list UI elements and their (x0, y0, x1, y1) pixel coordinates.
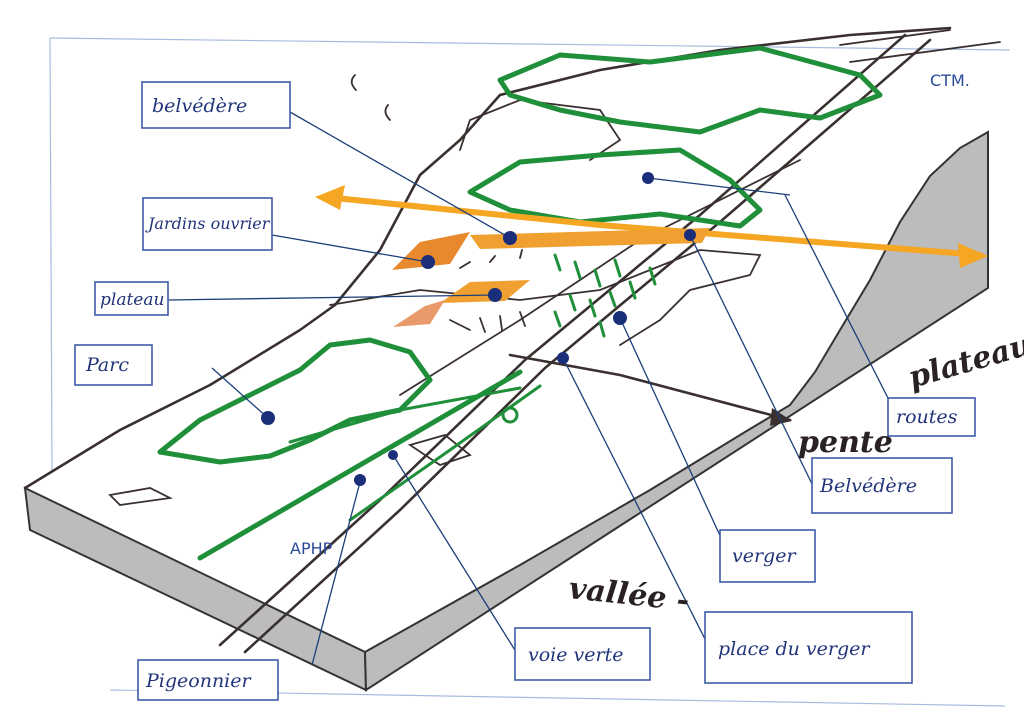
road-ends (839, 29, 1001, 63)
label-routes: routes (887, 397, 976, 437)
slab-back-edge (498, 26, 952, 97)
leader-parc (211, 367, 269, 419)
road-line-3 (399, 159, 801, 396)
dot-voie-verte (388, 450, 398, 460)
upper-woodland (497, 45, 883, 135)
label-text: voie verte (528, 644, 623, 666)
label-box (74, 344, 153, 386)
dot-place-du-verger (557, 352, 569, 364)
label-voie-verte: voie verte (514, 627, 651, 681)
sketch-marks (350, 74, 391, 121)
leader-belvedere-bottom (689, 234, 816, 491)
green-corridor-1 (197, 369, 523, 561)
label-text: belvédère (152, 95, 247, 117)
cross-road-line (508, 353, 792, 422)
hatch-marks (449, 249, 526, 333)
leader-plateau (167, 294, 496, 301)
label-text: Belvédère (819, 475, 917, 497)
label-box (137, 659, 279, 701)
parc-woodland (157, 337, 433, 465)
frame-top-line (49, 37, 1011, 51)
label-belvedere-bottom: Belvédère (811, 457, 953, 514)
dot-pigeonnier (354, 474, 366, 486)
belvedere-strip (470, 228, 710, 249)
label-box (811, 457, 953, 514)
annotation-aphp: APHP (290, 539, 333, 558)
green-node (501, 406, 519, 424)
view-axis-arrowhead-right (958, 243, 988, 268)
annotation-pente: pente (798, 425, 893, 460)
label-box (719, 529, 816, 583)
label-text: place du verger (718, 638, 871, 660)
salmon-patch (393, 300, 445, 327)
label-text: verger (732, 545, 797, 567)
label-verger: verger (719, 529, 816, 583)
dot-plateau (488, 288, 502, 302)
small-building-2 (407, 434, 472, 466)
label-box (704, 611, 913, 684)
leader-pigeonnier (311, 481, 361, 666)
label-text: routes (896, 406, 958, 428)
frame-left-line (49, 37, 53, 471)
annotation-ctm: CTM. (930, 71, 970, 90)
label-box (887, 397, 976, 437)
label-jardins: Jardins ouvrier (142, 197, 273, 251)
location-dots (261, 172, 696, 486)
view-axis-arrowhead-left (315, 185, 345, 210)
label-plateau: plateau (94, 281, 169, 316)
leader-verger (619, 317, 723, 541)
label-text: Parc (85, 354, 129, 376)
label-belvedere-top: belvédère (141, 81, 291, 129)
annotation-plateau: plateau (905, 327, 1024, 395)
dot-routes (642, 172, 654, 184)
orange-elements (315, 185, 988, 327)
view-axis-arrow (332, 195, 983, 258)
label-pigeonnier: Pigeonnier (137, 659, 279, 701)
plateau-edge-line (329, 249, 762, 346)
dot-parc (261, 411, 275, 425)
leader-jardins (271, 234, 429, 263)
label-box (94, 281, 169, 316)
dot-belvedere-top (503, 231, 517, 245)
label-text: plateau (100, 290, 164, 310)
hill-contour (459, 99, 622, 161)
green-corridor-3 (288, 386, 522, 444)
dot-belvedere-bottom (684, 229, 696, 241)
label-text: Pigeonnier (145, 670, 253, 692)
dot-jardins (421, 255, 435, 269)
annotation-vallee: vallée - (567, 571, 691, 618)
small-building-1 (108, 487, 173, 506)
jardins-patch (392, 232, 470, 270)
road-line-2 (243, 38, 932, 654)
label-place-du-verger: place du verger (704, 611, 913, 684)
label-box (141, 81, 291, 129)
label-parc: Parc (74, 344, 153, 386)
leader-voie-verte (392, 454, 519, 656)
label-box (142, 197, 273, 251)
cross-road-arrowhead (770, 408, 792, 426)
road-line-1 (218, 33, 907, 647)
slab-right-face (363, 130, 989, 692)
leader-belvedere-top (289, 111, 511, 239)
leader-routes (647, 177, 891, 403)
dot-verger (613, 311, 627, 325)
leader-lines (167, 111, 891, 666)
leader-place-du-verger (562, 357, 709, 646)
plateau-patch (440, 280, 530, 303)
label-text: Jardins ouvrier (145, 214, 271, 233)
orchard-marks (553, 253, 657, 338)
terrain-sketch-lines (23, 26, 1001, 654)
label-box (514, 627, 651, 681)
